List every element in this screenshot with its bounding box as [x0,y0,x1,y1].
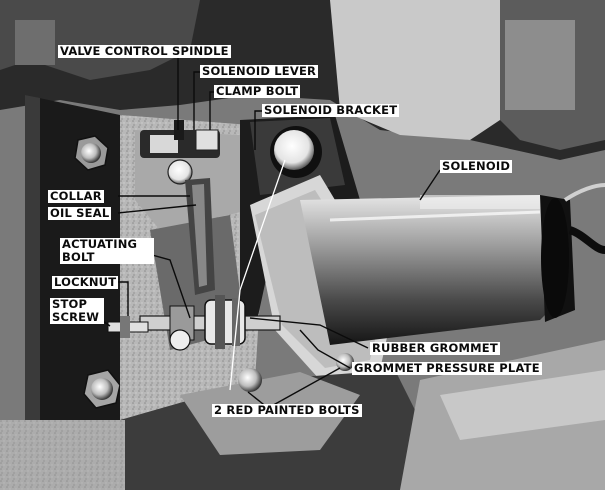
label-collar: COLLAR [48,189,104,203]
leader-lines-light [229,159,286,391]
label-oil-seal: OIL SEAL [48,206,112,220]
red-painted-bolts-parts [238,353,354,392]
solenoid-cable [568,226,605,254]
solenoid-cylinder [300,195,575,345]
bracket-cap-bolt [270,126,322,178]
label-solenoid: SOLENOID [440,159,513,173]
lower-mounting-bolt [83,369,121,409]
label-grommet-pressure-plate: GROMMET PRESSURE PLATE [352,361,542,375]
label-actuating-bolt: ACTUATING BOLT [60,238,154,264]
label-solenoid-lever: SOLENOID LEVER [200,64,319,78]
label-solenoid-bracket: SOLENOID BRACKET [262,103,400,117]
label-stop-screw: STOP SCREW [50,298,104,324]
label-rubber-grommet: RUBBER GROMMET [370,341,500,355]
stop-screw-part [107,316,149,338]
label-clamp-bolt: CLAMP BOLT [214,84,301,98]
label-valve-control-spindle: VALVE CONTROL SPINDLE [58,44,231,58]
upper-mounting-bolt [74,135,109,171]
valve-spindle-assembly [140,120,220,185]
label-locknut: LOCKNUT [52,275,119,289]
label-red-painted-bolts: 2 RED PAINTED BOLTS [212,403,362,417]
actuating-rod [139,295,281,351]
